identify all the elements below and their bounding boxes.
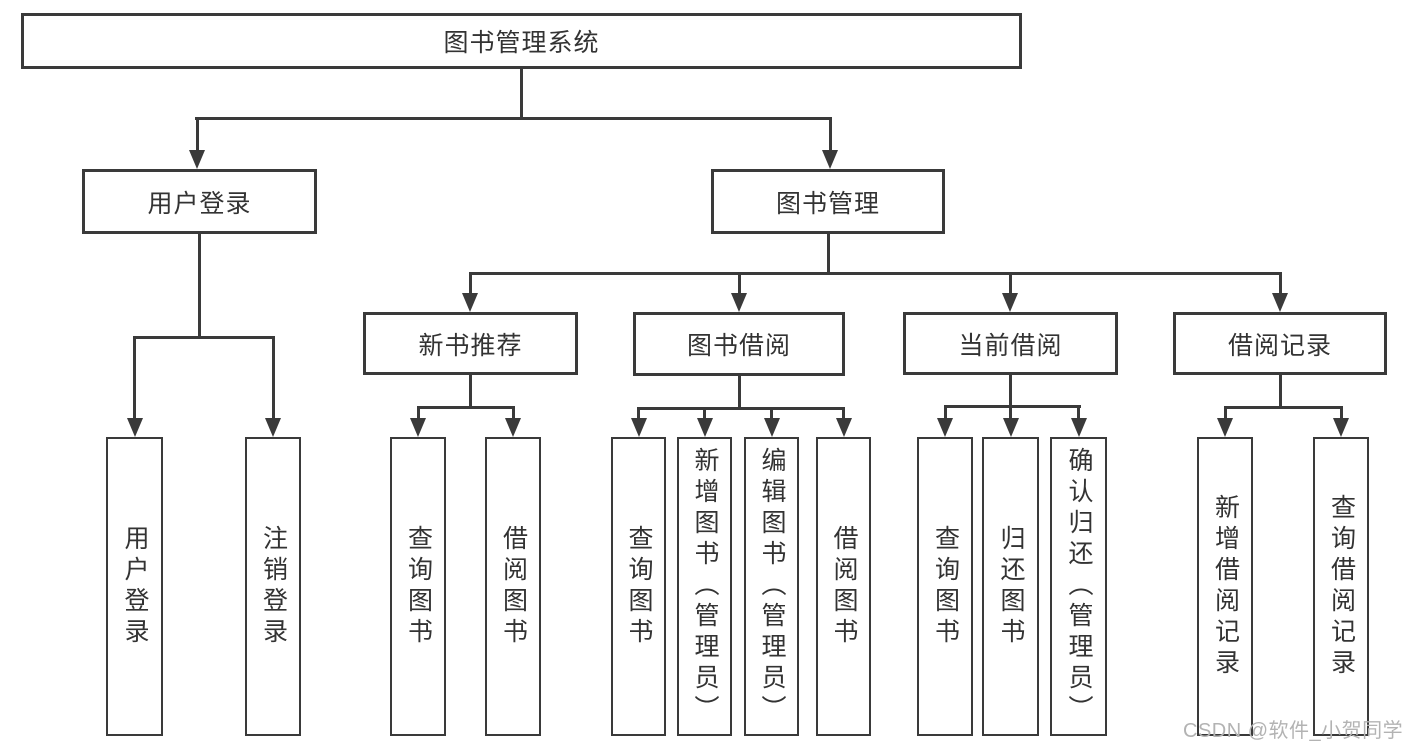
arrow-down-icon	[126, 418, 143, 437]
connector-line	[468, 272, 1282, 275]
leaf-newbook-borrow-book: 借阅图书	[485, 437, 541, 736]
arrow-down-icon	[1070, 418, 1087, 437]
node-book-management: 图书管理	[711, 169, 945, 234]
connector-line	[943, 405, 1081, 408]
leaf-current-query-book-label: 查询图书	[931, 524, 960, 649]
connector-line	[469, 375, 472, 406]
connector-line	[511, 406, 515, 419]
connector-line	[416, 406, 420, 419]
leaf-records-query-record-label: 查询借阅记录	[1327, 493, 1356, 680]
leaf-newbook-query-book-label: 查询图书	[404, 524, 433, 649]
csdn-watermark: CSDN @软件_小贺同学	[1183, 720, 1404, 742]
arrow-down-icon	[696, 418, 713, 437]
arrow-down-icon	[1217, 418, 1233, 437]
connector-line	[703, 407, 706, 419]
leaf-logout: 注销登录	[245, 437, 301, 736]
arrow-down-icon	[822, 150, 838, 169]
connector-line	[195, 117, 832, 120]
arrow-down-icon	[410, 418, 426, 437]
arrow-down-icon	[505, 418, 521, 437]
node-book-borrow-label: 图书借阅	[686, 332, 791, 360]
connector-line	[637, 407, 845, 410]
connector-line	[637, 407, 640, 419]
node-current-borrow: 当前借阅	[903, 312, 1118, 375]
node-borrow-records-label: 借阅记录	[1227, 331, 1332, 360]
leaf-borrow-query-book-label: 查询图书	[625, 524, 653, 649]
connector-line	[826, 234, 830, 272]
leaf-borrow-query-book: 查询图书	[611, 437, 666, 736]
connector-line	[842, 407, 845, 419]
leaf-borrow-add-book-admin: 新增图书（管理员）	[677, 437, 732, 736]
leaf-logout-label: 注销登录	[259, 524, 288, 649]
connector-line	[416, 406, 515, 409]
connector-line	[197, 234, 201, 339]
connector-line	[737, 376, 741, 407]
leaf-user-login-label: 用户登录	[121, 524, 149, 649]
arrow-down-icon	[1002, 293, 1018, 312]
node-new-book-recommend-label: 新书推荐	[418, 331, 523, 360]
arrow-down-icon	[189, 150, 205, 169]
node-borrow-records: 借阅记录	[1173, 312, 1387, 375]
leaf-current-return-book-label: 归还图书	[997, 524, 1025, 649]
leaf-borrow-borrow-book: 借阅图书	[816, 437, 871, 736]
arrow-down-icon	[763, 418, 780, 437]
connector-line	[1278, 375, 1282, 406]
leaf-records-add-record: 新增借阅记录	[1197, 437, 1253, 736]
connector-line	[737, 272, 741, 294]
leaf-current-return-book: 归还图书	[982, 437, 1039, 736]
leaf-records-add-record-label: 新增借阅记录	[1211, 493, 1240, 680]
arrow-down-icon	[1272, 293, 1288, 312]
leaf-newbook-query-book: 查询图书	[390, 437, 446, 736]
leaf-user-login: 用户登录	[106, 437, 163, 736]
arrow-down-icon	[1002, 418, 1019, 437]
arrow-down-icon	[265, 418, 281, 437]
connector-line	[195, 117, 199, 151]
arrow-down-icon	[937, 418, 953, 437]
connector-line	[133, 336, 136, 419]
node-root: 图书管理系统	[21, 13, 1022, 69]
connector-line	[1223, 406, 1343, 409]
node-user-login: 用户登录	[82, 169, 317, 234]
node-new-book-recommend: 新书推荐	[363, 312, 578, 375]
leaf-current-confirm-return-admin-label: 确认归还（管理员）	[1065, 447, 1093, 726]
leaf-borrow-edit-book-admin-label: 编辑图书（管理员）	[758, 447, 786, 726]
leaf-current-query-book: 查询图书	[917, 437, 973, 736]
leaf-current-confirm-return-admin: 确认归还（管理员）	[1050, 437, 1107, 736]
leaf-borrow-add-book-admin-label: 新增图书（管理员）	[691, 447, 719, 726]
connector-line	[520, 69, 523, 117]
leaf-records-query-record: 查询借阅记录	[1313, 437, 1369, 736]
leaf-newbook-borrow-book-label: 借阅图书	[499, 524, 528, 649]
connector-line	[133, 336, 275, 339]
node-user-login-label: 用户登录	[147, 189, 252, 218]
arrow-down-icon	[630, 418, 647, 437]
connector-line	[1339, 406, 1343, 419]
node-book-management-label: 图书管理	[775, 189, 880, 218]
connector-line	[1009, 405, 1012, 419]
arrow-down-icon	[835, 418, 852, 437]
connector-line	[1223, 406, 1227, 419]
node-book-borrow: 图书借阅	[633, 312, 845, 376]
connector-line	[943, 405, 947, 419]
connector-line	[1009, 375, 1012, 405]
arrow-down-icon	[1333, 418, 1349, 437]
connector-line	[1278, 272, 1282, 294]
arrow-down-icon	[462, 293, 478, 312]
connector-line	[1008, 272, 1012, 294]
connector-line	[468, 272, 472, 294]
node-current-borrow-label: 当前借阅	[958, 331, 1063, 360]
leaf-borrow-borrow-book-label: 借阅图书	[830, 524, 858, 649]
arrow-down-icon	[731, 293, 747, 312]
connector-line	[1077, 405, 1080, 419]
node-root-label: 图书管理系统	[443, 29, 600, 57]
connector-line	[770, 407, 773, 419]
connector-line	[828, 117, 832, 151]
connector-line	[271, 336, 275, 419]
leaf-borrow-edit-book-admin: 编辑图书（管理员）	[744, 437, 799, 736]
